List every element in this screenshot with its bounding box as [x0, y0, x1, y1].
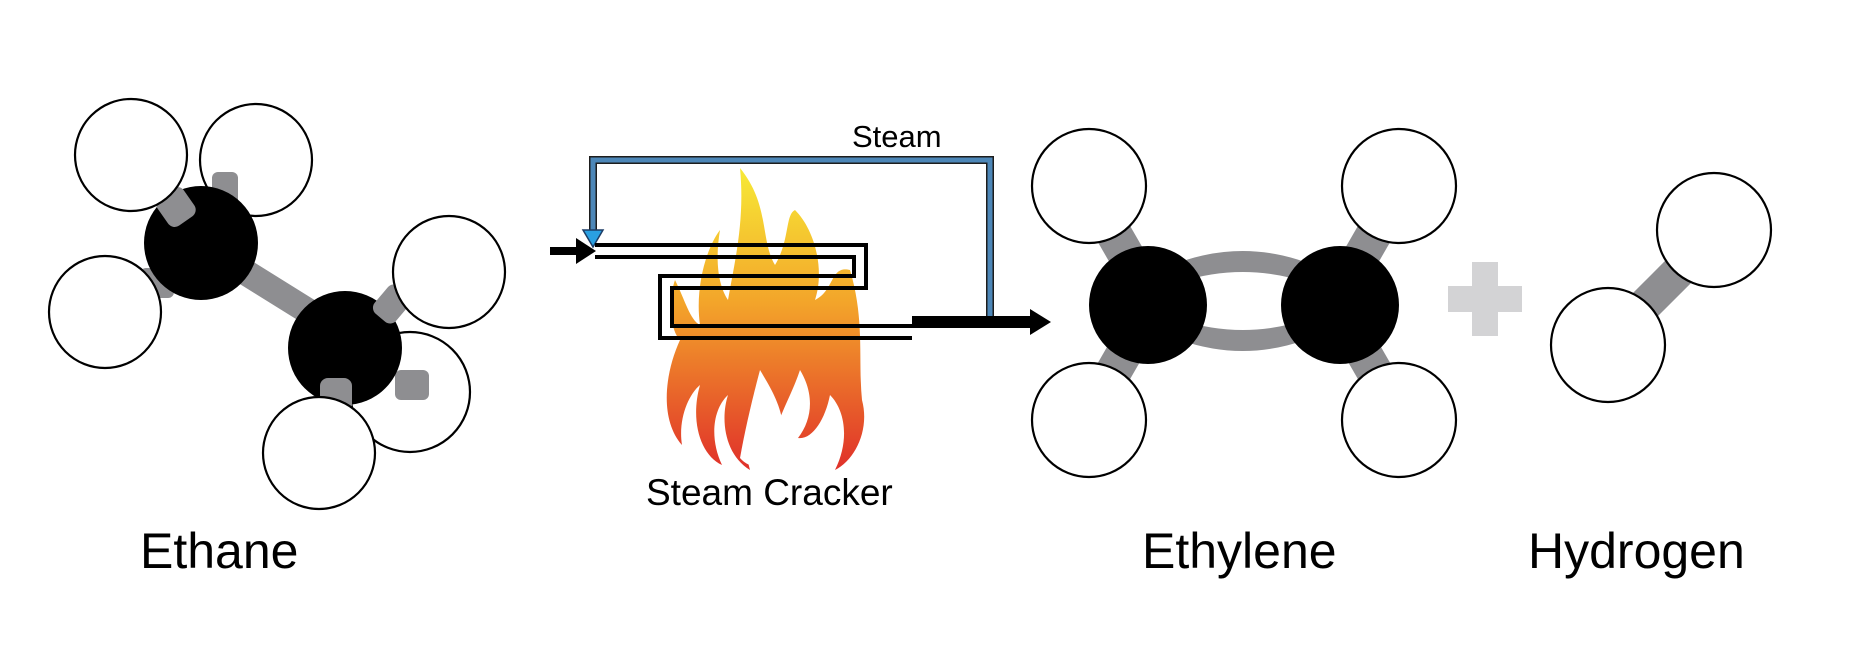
ethylene-double-bond	[1180, 320, 1305, 351]
ethylene-hydrogen-atom	[1030, 361, 1148, 479]
hydrogen-atom	[1655, 171, 1773, 289]
hydrogen-molecule	[1549, 171, 1773, 404]
ethylene-carbon-atom	[1281, 246, 1399, 364]
feed-arrow-icon	[550, 238, 596, 264]
hydrogen-label: Hydrogen	[1528, 523, 1745, 579]
ethane-hydrogen-atom	[391, 214, 507, 330]
steam-inlet-arrow-icon	[581, 229, 605, 249]
ethane-label: Ethane	[140, 523, 298, 579]
flame-icon	[666, 168, 865, 470]
steam-cracker: Steam Steam Cracker	[550, 119, 1051, 513]
hydrogen-atom	[1549, 286, 1667, 404]
ethylene-label: Ethylene	[1142, 523, 1337, 579]
ethylene-double-bond	[1180, 251, 1305, 282]
ethane-molecule	[47, 97, 507, 511]
plus-icon	[1448, 262, 1522, 336]
ethane-hydrogen-atom	[261, 395, 377, 511]
ethane-carbon-atom	[288, 291, 402, 405]
ethylene-hydrogen-atom	[1340, 127, 1458, 245]
ethylene-carbon-atom	[1089, 246, 1207, 364]
cracker-coil	[595, 243, 912, 340]
ethane-hydrogen-atom	[47, 254, 163, 370]
ethylene-hydrogen-atom	[1340, 361, 1458, 479]
steam-cracker-label: Steam Cracker	[646, 472, 893, 513]
ethane-hydrogen-atom	[73, 97, 189, 213]
ethylene-hydrogen-atom	[1030, 127, 1148, 245]
product-arrow-icon	[912, 309, 1051, 335]
ethylene-molecule	[1030, 127, 1458, 479]
steam-label: Steam	[852, 119, 942, 154]
ethane-bond	[395, 370, 429, 400]
